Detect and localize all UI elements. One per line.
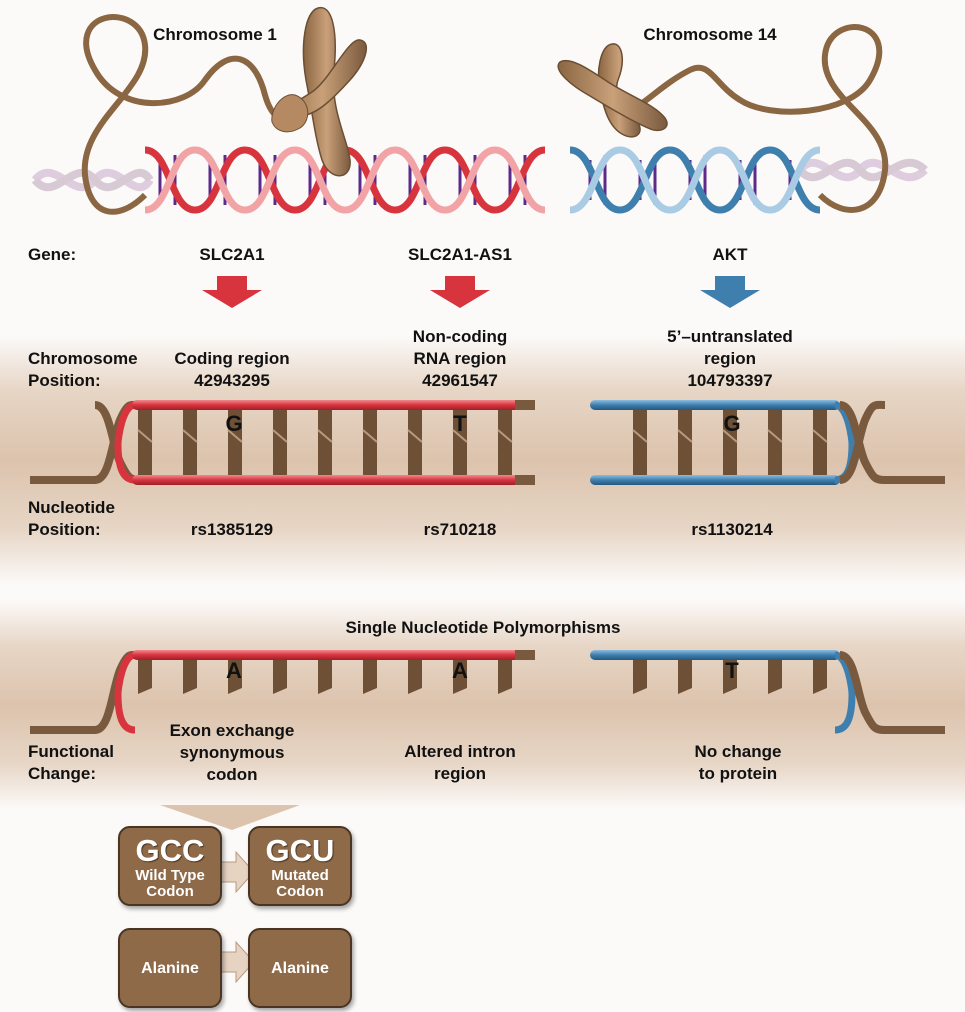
- codon-caption: Mutated: [271, 867, 329, 884]
- label-line: Nucleotide: [28, 498, 115, 517]
- wild-type-codon-box: GCC Wild Type Codon: [118, 826, 222, 906]
- codon-caption: Codon: [146, 883, 194, 900]
- nucleotide-position-label: Nucleotide Position:: [28, 497, 115, 541]
- gene-arrows: [202, 276, 760, 308]
- gene-name: SLC2A1-AS1: [408, 245, 512, 264]
- codon-caption: Codon: [276, 883, 324, 900]
- position-number: 42943295: [194, 371, 270, 390]
- ladder-band-2: [0, 600, 965, 810]
- functional-change-label: Functional Change:: [28, 741, 114, 785]
- codon-code: GCU: [265, 833, 335, 868]
- fiber-right: [619, 24, 889, 213]
- rs-id: rs1130214: [691, 520, 773, 539]
- codon-caption: Wild Type: [135, 867, 205, 884]
- change-line: region: [434, 764, 486, 783]
- functional-change-item: No change to protein: [695, 741, 782, 785]
- reference-base: T: [453, 411, 467, 436]
- chromosome-14-title: Chromosome 14: [643, 25, 777, 44]
- codon-code: GCC: [135, 833, 205, 868]
- dna-ladder-reference: [30, 400, 945, 485]
- rs-id: rs710218: [423, 520, 497, 539]
- change-line: to protein: [698, 764, 778, 783]
- mutated-amino-acid-box: Alanine: [248, 928, 352, 1008]
- arrow-down-icon: [202, 276, 262, 308]
- mutated-codon-box: GCU Mutated Codon: [248, 826, 352, 906]
- gene-label: Gene:: [28, 245, 77, 264]
- change-line: codon: [206, 765, 258, 784]
- region-line: region: [704, 349, 756, 368]
- region-line: RNA region: [413, 349, 507, 368]
- chromosome-1-title: Chromosome 1: [153, 25, 277, 44]
- helix-blue: [569, 146, 821, 214]
- ladder-band-1: [0, 335, 965, 585]
- amino-acid-name: Alanine: [141, 960, 199, 977]
- arrow-down-icon: [700, 276, 760, 308]
- region-info: Non-coding RNA region 42961547: [413, 326, 507, 392]
- reference-base: G: [225, 411, 243, 436]
- region-line: Non-coding: [412, 327, 508, 346]
- label-line: Change:: [28, 764, 96, 783]
- change-line: synonymous: [179, 743, 285, 762]
- change-line: Exon exchange: [169, 721, 295, 740]
- chromosome-1-icon: [271, 6, 368, 177]
- helix-left-faded: [31, 168, 154, 192]
- amino-acid-name: Alanine: [271, 960, 329, 977]
- position-number: 104793397: [687, 371, 773, 390]
- functional-change-item: Exon exchange synonymous codon: [170, 720, 295, 786]
- rs-id: rs1385129: [190, 520, 274, 539]
- label-line: Functional: [28, 742, 114, 761]
- region-line: 5’–untranslated: [667, 327, 793, 346]
- callout-pointer: [160, 805, 300, 830]
- helix-right-faded: [796, 158, 928, 182]
- dna-ladder-snp: [30, 650, 945, 734]
- region-info: Coding region 42943295: [174, 326, 289, 392]
- variant-base: A: [452, 658, 468, 683]
- label-line: Chromosome: [28, 349, 138, 368]
- region-line: Coding region: [174, 349, 290, 368]
- change-line: No change: [694, 742, 782, 761]
- chromosome-14-icon: [557, 43, 668, 138]
- variant-base: T: [725, 658, 739, 683]
- label-line: Position:: [28, 371, 101, 390]
- position-number: 42961547: [422, 371, 498, 390]
- functional-change-item: Altered intron region: [404, 741, 515, 785]
- reference-base: G: [723, 411, 741, 436]
- variant-base: A: [226, 658, 242, 683]
- chromosome-position-label: Chromosome Position:: [28, 348, 138, 392]
- snp-title: Single Nucleotide Polymorphisms: [345, 618, 621, 637]
- change-line: Altered intron: [404, 742, 516, 761]
- fiber-left: [81, 14, 302, 215]
- region-info: 5’–untranslated region 104793397: [667, 326, 793, 392]
- gene-name: AKT: [712, 245, 748, 264]
- region-line: [174, 326, 289, 348]
- label-line: Position:: [28, 520, 101, 539]
- gene-name: SLC2A1: [199, 245, 265, 264]
- wild-amino-acid-box: Alanine: [118, 928, 222, 1008]
- arrow-down-icon: [430, 276, 490, 308]
